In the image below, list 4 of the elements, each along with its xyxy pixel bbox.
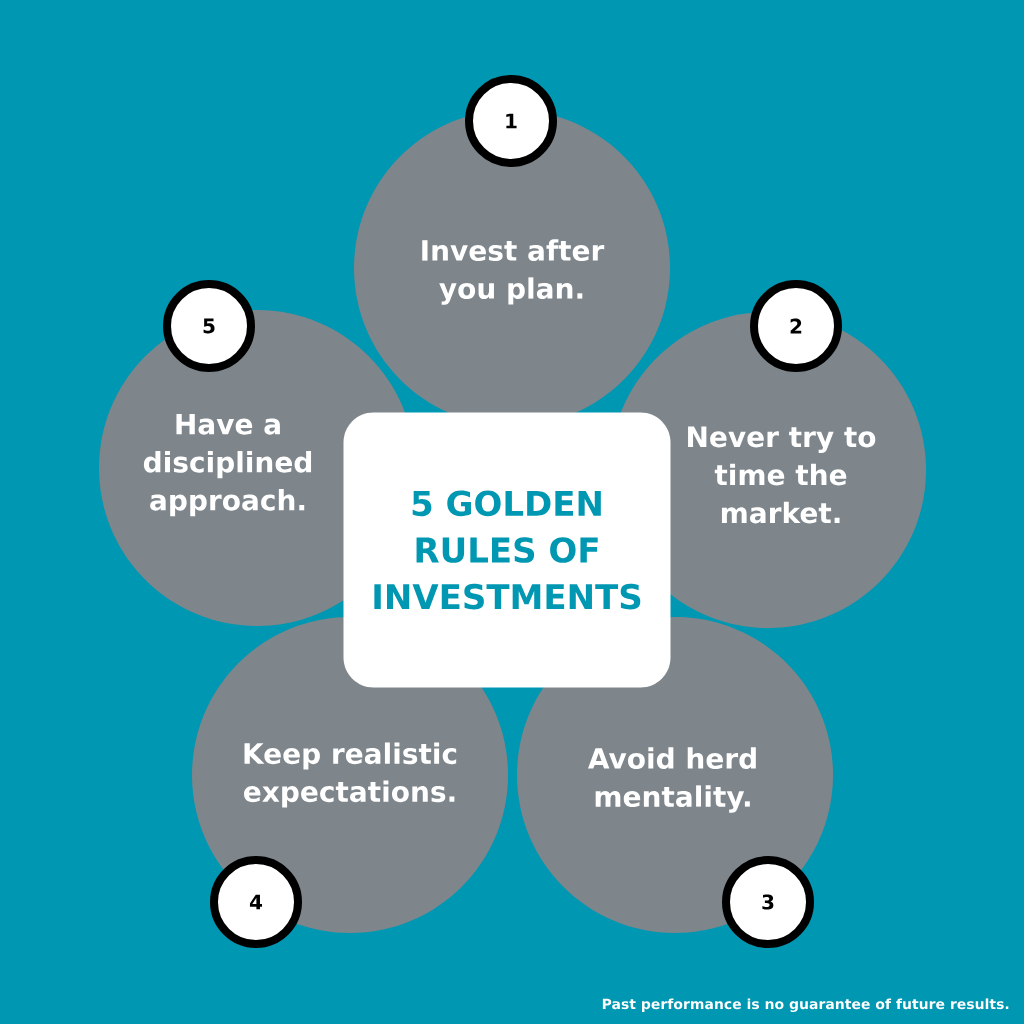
title-box: 5 GOLDEN RULES OF INVESTMENTS	[343, 412, 671, 688]
disclaimer-text: Past performance is no guarantee of future results.	[602, 998, 1009, 1012]
number-badge: 4	[210, 856, 302, 948]
number-badge: 3	[722, 856, 814, 948]
